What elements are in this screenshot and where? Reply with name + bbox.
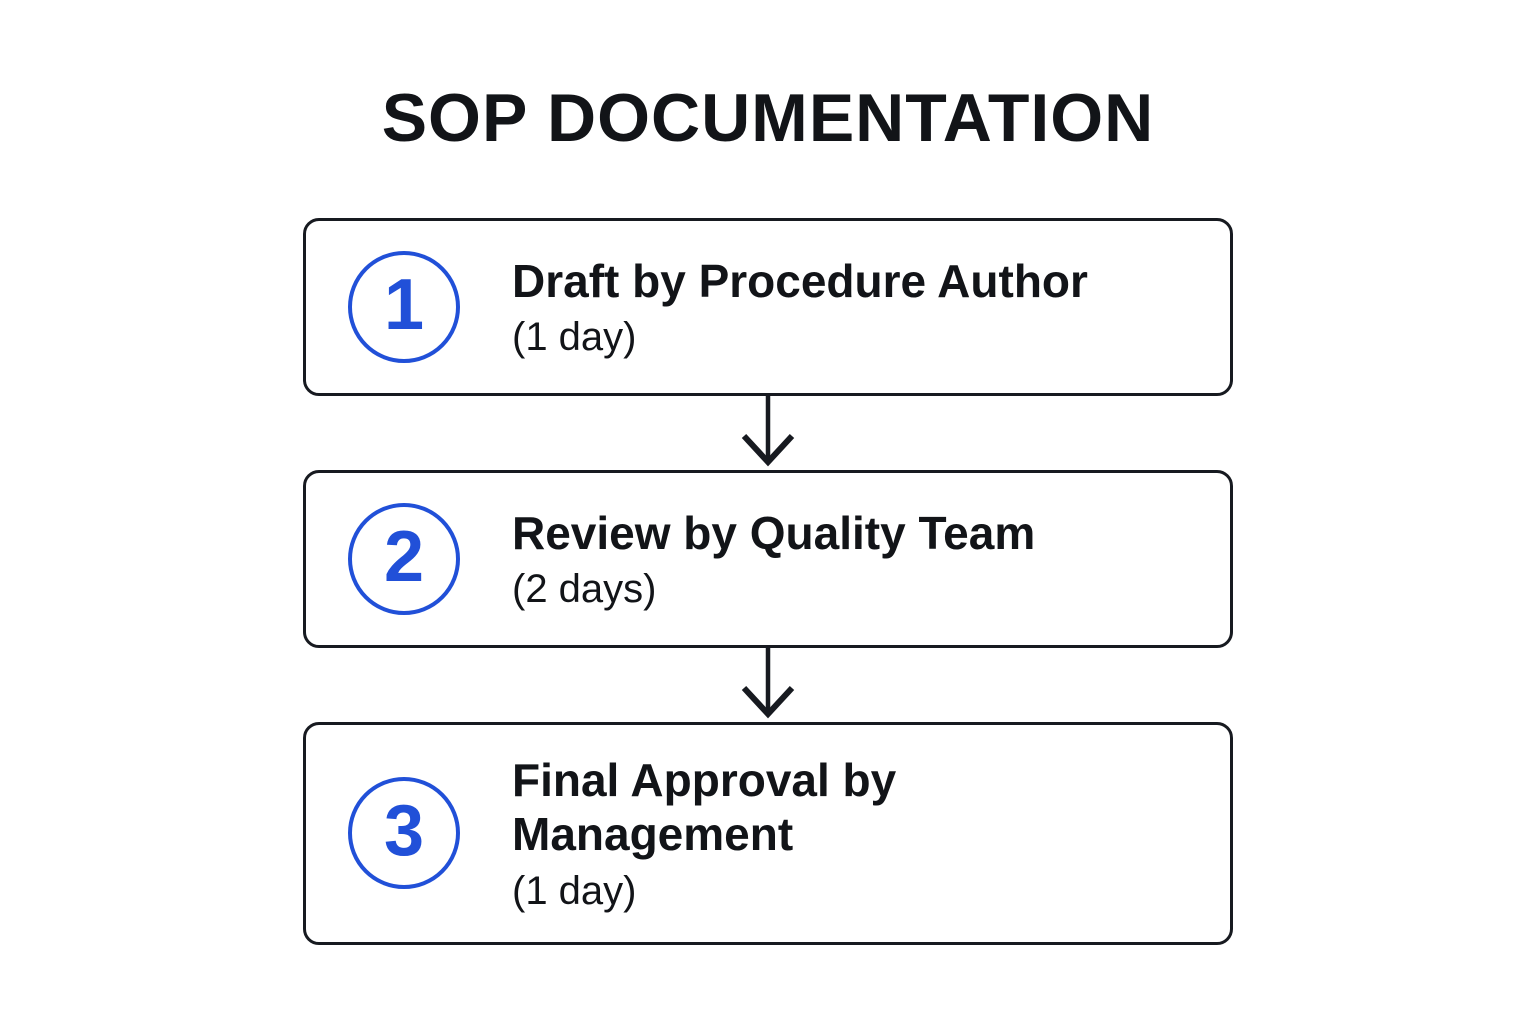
arrow-down-icon [303,648,1233,722]
step-label: Draft by Procedure Author [512,254,1088,307]
step-duration: (2 days) [512,567,657,612]
step-label: Review by Quality Team [512,506,1036,559]
page-title: SOP DOCUMENTATION [381,80,1155,156]
step-number-badge: 3 [348,777,460,890]
step-number: 2 [383,517,425,597]
step-number-badge: 2 [348,503,460,615]
step-text: Review by Quality Team (2 days) [512,506,1035,612]
step-duration: (1 day) [512,868,637,913]
step-duration: (1 day) [512,315,637,360]
step-box-2: 2 Review by Quality Team (2 days) [303,470,1233,648]
step-box-3: 3 Final Approval by Management (1 day) [303,722,1233,945]
step-box-1: 1 Draft by Procedure Author (1 day) [303,218,1233,396]
step-number: 3 [383,791,425,872]
step-text: Draft by Procedure Author (1 day) [512,254,1088,360]
arrow-down-icon [303,396,1233,470]
step-list: 1 Draft by Procedure Author (1 day) 2 Re… [303,218,1233,945]
step-number: 1 [383,265,425,345]
step-label: Final Approval by Management [512,754,897,861]
step-number-badge: 1 [348,251,460,363]
step-text: Final Approval by Management (1 day) [512,753,1188,914]
